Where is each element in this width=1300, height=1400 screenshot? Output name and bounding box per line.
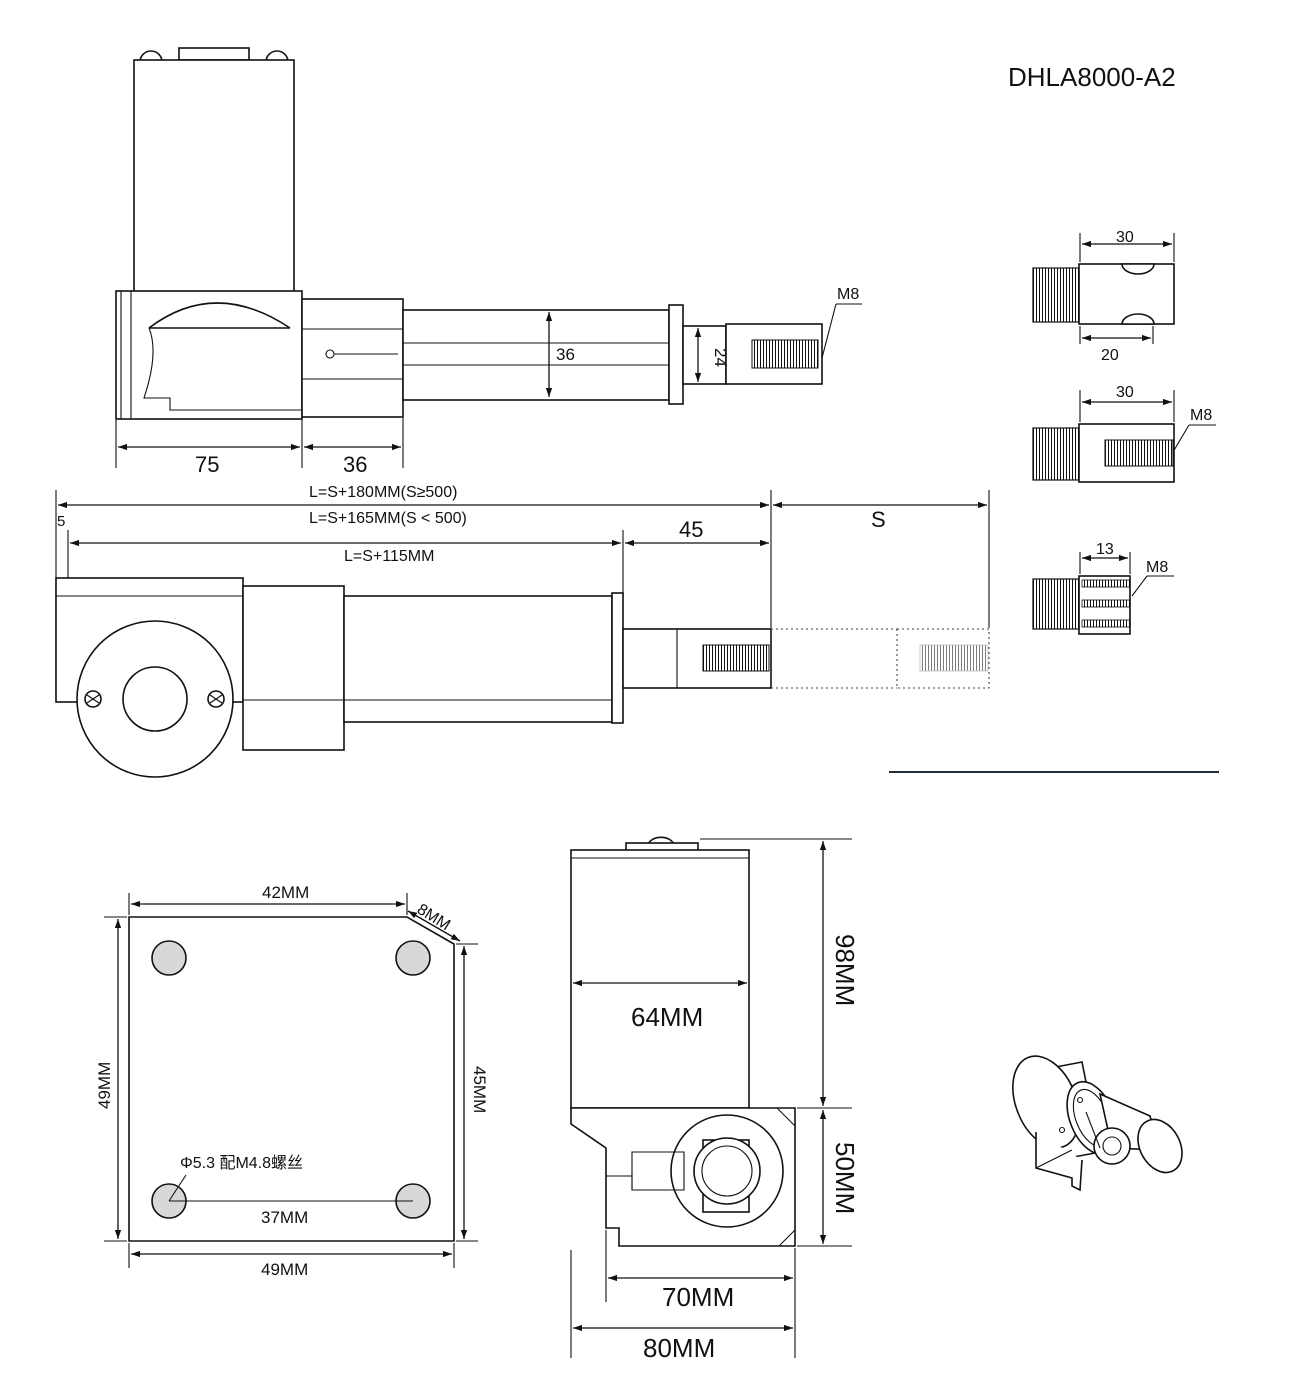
side-formula-1: L=S+180MM(S≥500) [309,484,457,501]
iso-view [1012,1055,1183,1192]
plate-height-left: 49MM [95,1062,114,1109]
end-motor-height: 98MM [830,934,860,1006]
rod-end-3-width: 13 [1096,541,1114,558]
end-base-inner: 70MM [662,1282,734,1312]
mount-hole [151,940,187,976]
plate-top-width: 42MM [262,883,309,902]
rod-end-1-thread-len: 20 [1101,347,1119,364]
rod-end-3-thread: M8 [1146,559,1168,576]
side-view: L=S+180MM(S≥500) L=S+165MM(S < 500) 5 S … [55,484,990,778]
side-formula-3: L=S+115MM [344,548,434,565]
top-thread-label: M8 [837,286,859,303]
top-tube-dim: 36 [556,345,575,364]
end-view: 64MM 98MM 50MM 70MM 80MM [570,836,860,1363]
plate-hole-spacing: 37MM [261,1208,308,1227]
model-title: DHLA8000-A2 [1008,62,1176,92]
rod-end-1: 30 20 [1032,229,1175,364]
top-dim-a: 75 [195,452,219,477]
rod-end-1-width: 30 [1116,229,1134,246]
rod-end-2-width: 30 [1116,384,1134,401]
side-stroke: S [871,507,886,532]
top-dim-b: 36 [343,452,367,477]
rod-end-2: 30 M8 [1032,384,1216,483]
side-offset: 5 [57,513,65,530]
top-gearbox [115,290,404,420]
plate-hole-note: Φ5.3 配M4.8螺丝 [180,1154,303,1172]
top-rod-dim: 24 [711,348,730,367]
plate-bottom-width: 49MM [261,1260,308,1279]
plate-height-right: 45MM [470,1066,489,1113]
mount-hole [395,940,431,976]
side-body [55,577,624,778]
rod-end-3: 13 M8 [1032,541,1174,635]
end-gear-height: 50MM [830,1142,860,1214]
end-motor-width: 64MM [631,1002,703,1032]
rod-end-2-thread: M8 [1190,407,1212,424]
side-rod-dim: 45 [679,517,703,542]
side-rod [622,628,990,689]
top-tube [402,304,823,405]
end-base-outer: 80MM [643,1333,715,1363]
mount-plate: 42MM 8MM 49MM 45MM Φ5.3 配M4.8螺丝 37MM 49M… [95,883,489,1279]
top-motor [133,47,295,293]
side-formula-2: L=S+165MM(S < 500) [309,510,467,527]
top-view: 36 24 M8 75 36 [115,47,862,477]
